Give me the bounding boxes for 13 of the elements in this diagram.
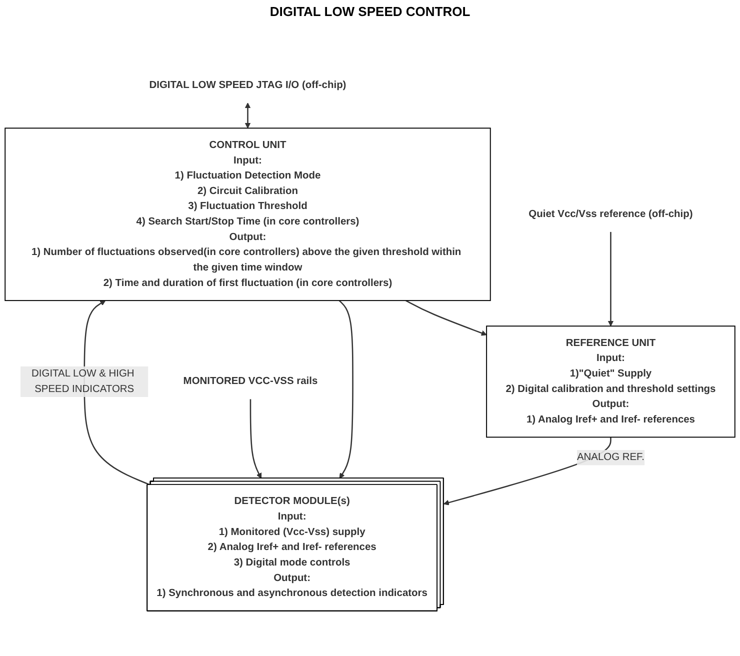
- arrow: [250, 398, 262, 479]
- arrow: [338, 300, 354, 479]
- edge-label: DIGITAL LOW & HIGH SPEED INDICATORS: [32, 368, 134, 394]
- note-text: DIGITAL LOW SPEED CONTROL: [270, 4, 470, 19]
- arrow: [244, 102, 251, 128]
- node-box: CONTROL UNIT Input: 1) Fluctuation Detection Mode 2) Circuit Calibration 3) Fluctuation Threshold 4) Search Start/Stop Time (in core controllers) Output: 1) Number of fluctuations observed(in core controllers) above the given threshold within the given time window 2) Time and duration of first fluctuation (in core controllers): [4, 128, 491, 302]
- arrow: [406, 300, 487, 336]
- node-text: DIGITAL LOW SPEED JTAG I/O (off-chip): [149, 80, 346, 90]
- node-box: REFERENCE UNIT Input: 1)"Quiet" Supply 2) Digital calibration and threshold settings Output: 1) Analog Iref+ and Iref- references: [486, 326, 736, 438]
- node-text: Quiet Vcc/Vss reference (off-chip): [528, 208, 693, 220]
- arrow: [608, 232, 614, 326]
- node-text: MONITORED VCC-VSS rails: [183, 376, 318, 387]
- edge-label: ANALOG REF.: [576, 452, 645, 463]
